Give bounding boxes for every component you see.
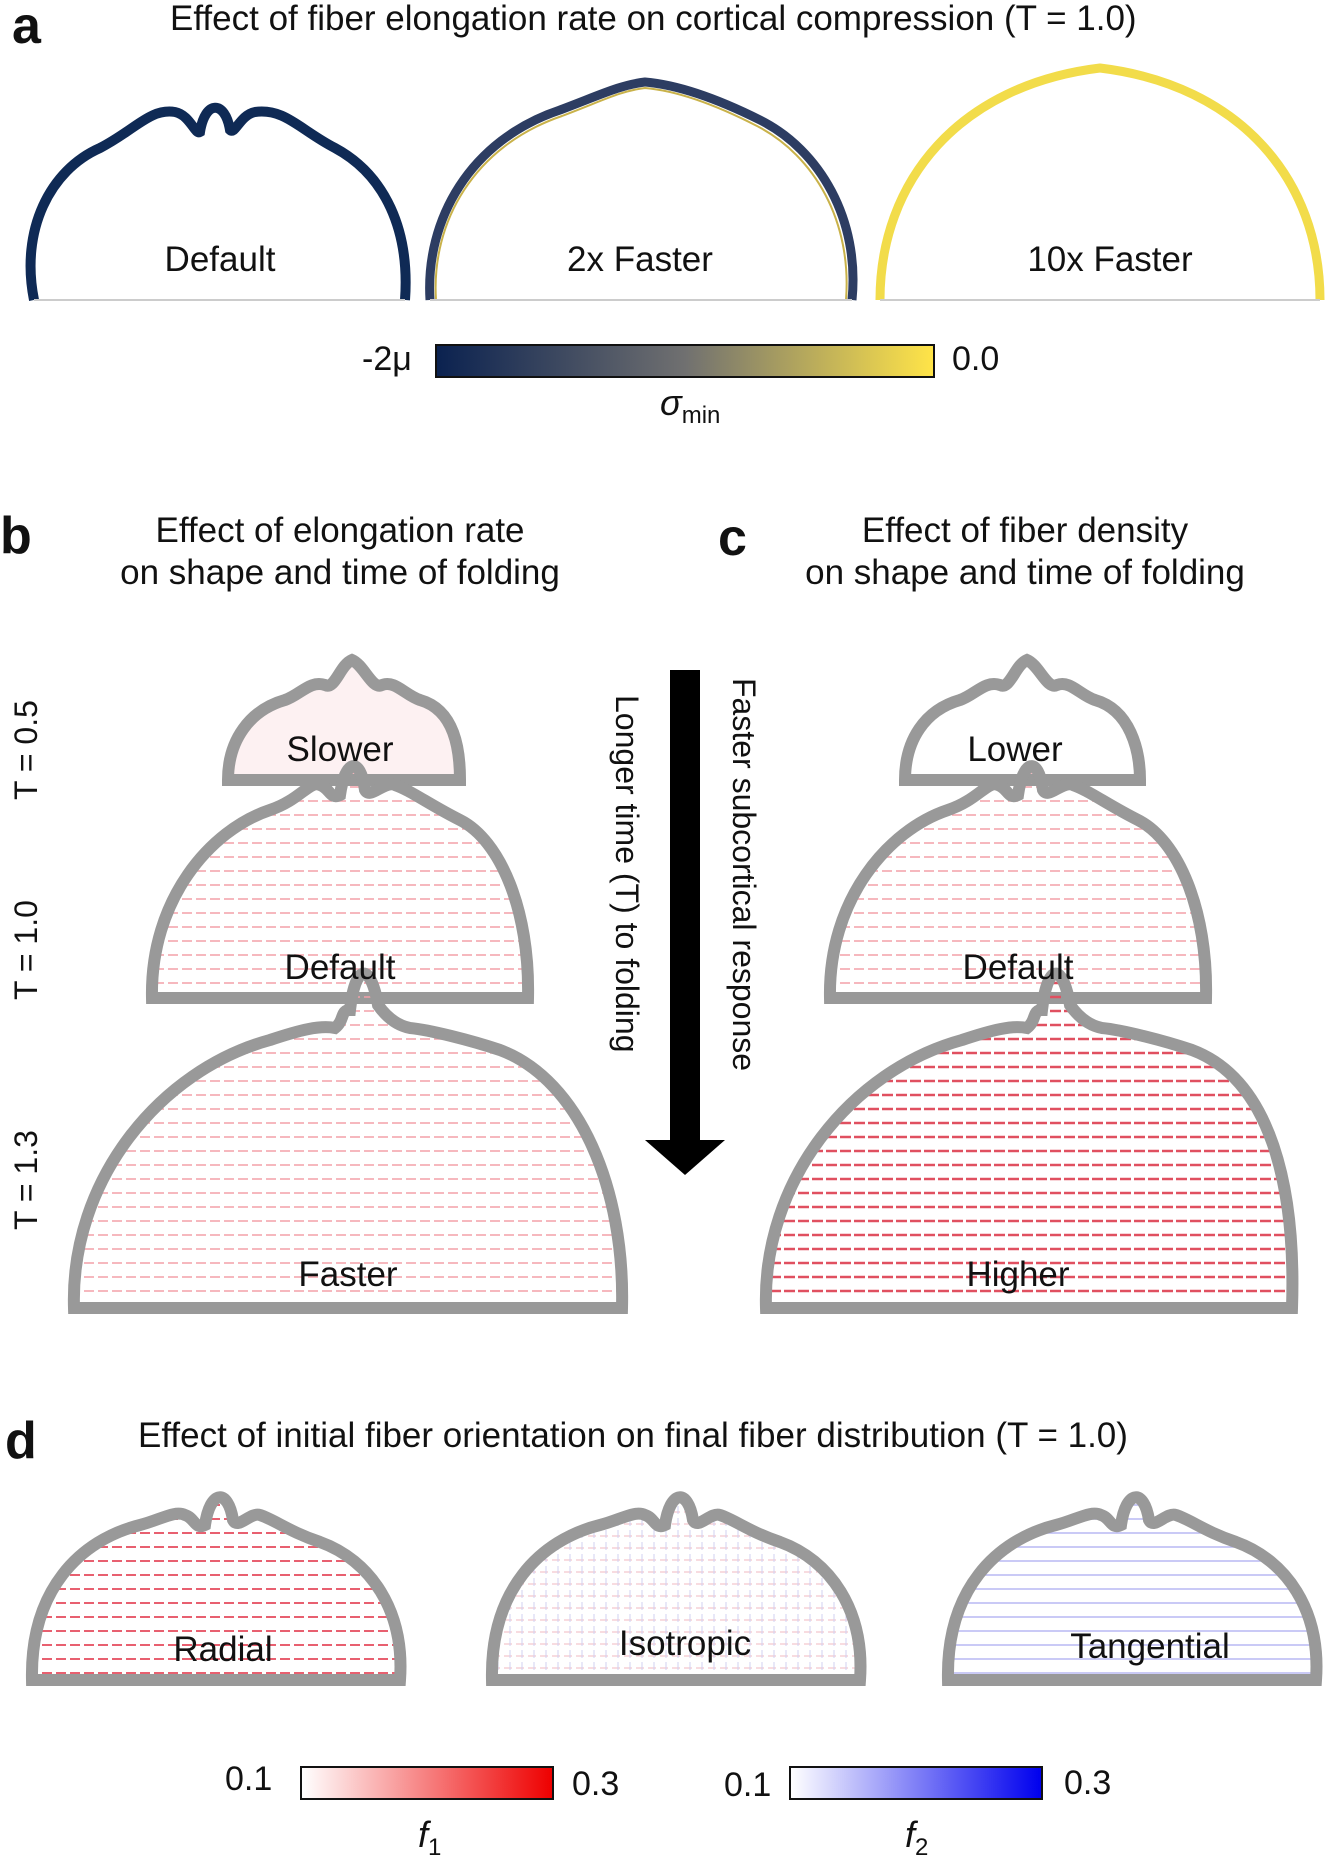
panel-b-title: Effect of elongation rate on shape and t… [80, 510, 600, 594]
f2-colorbar-min: 0.1 [724, 1766, 772, 1804]
panel-d-shapes [25, 1491, 1323, 1686]
f1-symbol: f [418, 1814, 429, 1855]
panel-a-title: Effect of fiber elongation rate on corti… [170, 0, 1137, 38]
higher-shape [759, 967, 1299, 1314]
panel-a-label-10x: 10x Faster [1027, 240, 1193, 279]
f2-colorbar-max: 0.3 [1064, 1764, 1112, 1802]
f2-subscript: 2 [915, 1834, 929, 1862]
panel-d-label-isotropic: Isotropic [618, 1624, 752, 1663]
panel-b-title-line2: on shape and time of folding [120, 553, 560, 592]
arrow-right-text: Faster subcortical response [726, 678, 762, 1072]
f1-colorbar-min: 0.1 [225, 1760, 273, 1798]
panel-b-letter: b [0, 507, 32, 565]
panel-b-label-default: Default [284, 948, 396, 987]
sigma-colorbar-min: -2μ [362, 340, 412, 378]
f1-colorbar-max: 0.3 [572, 1765, 620, 1803]
faster-shape [67, 967, 629, 1314]
panel-c-title: Effect of fiber density on shape and tim… [765, 510, 1285, 594]
panel-d-label-radial: Radial [173, 1630, 273, 1669]
panel-c-title-line1: Effect of fiber density [861, 511, 1189, 550]
arrow-left-text: Longer time (T) to folding [609, 695, 645, 1053]
isotropic-shape [485, 1491, 867, 1686]
f1-colorbar-symbol: f1 [418, 1814, 441, 1862]
default-c-shape [823, 760, 1213, 1004]
panel-c-letter: c [718, 509, 747, 567]
panel-b-label-slower: Slower [286, 730, 394, 769]
panel-a-label-default: Default [164, 240, 276, 279]
panel-c-title-line2: on shape and time of folding [805, 553, 1245, 592]
panel-a-shapes [25, 63, 1325, 301]
panel-d-label-tangential: Tangential [1070, 1627, 1230, 1666]
time-arrow [645, 670, 725, 1175]
f2-symbol: f [905, 1814, 916, 1855]
slower-shape [221, 653, 467, 786]
panel-a-label-2x: 2x Faster [567, 240, 713, 279]
f2-colorbar-symbol: f2 [905, 1814, 928, 1862]
panel-c-label-default: Default [962, 948, 1074, 987]
default-b-shape [145, 760, 535, 1004]
faster-10x-cortex-shape [875, 63, 1325, 301]
tangential-shape [941, 1491, 1323, 1686]
radial-shape [25, 1491, 407, 1686]
sigma-colorbar [435, 344, 935, 378]
f2-colorbar [789, 1766, 1043, 1800]
default-cortex-shape [25, 102, 411, 301]
sigma-colorbar-max: 0.0 [952, 340, 1000, 378]
lower-shape [898, 653, 1147, 786]
panel-d-letter: d [5, 1412, 37, 1470]
faster-2x-cortex-shape [425, 77, 858, 301]
panel-c-label-higher: Higher [966, 1255, 1070, 1294]
panel-bc-shapes [67, 653, 1299, 1314]
sigma-colorbar-symbol: σmin [660, 382, 720, 430]
sigma-symbol: σ [660, 382, 682, 423]
panel-b-title-line1: Effect of elongation rate [155, 511, 525, 550]
sigma-subscript: min [681, 402, 721, 430]
panel-c-label-lower: Lower [967, 730, 1063, 769]
f1-colorbar [300, 1766, 554, 1800]
panel-d-title: Effect of initial fiber orientation on f… [138, 1416, 1128, 1455]
panel-b-label-faster: Faster [298, 1255, 398, 1294]
f1-subscript: 1 [428, 1834, 442, 1862]
panel-a-letter: a [12, 0, 41, 55]
